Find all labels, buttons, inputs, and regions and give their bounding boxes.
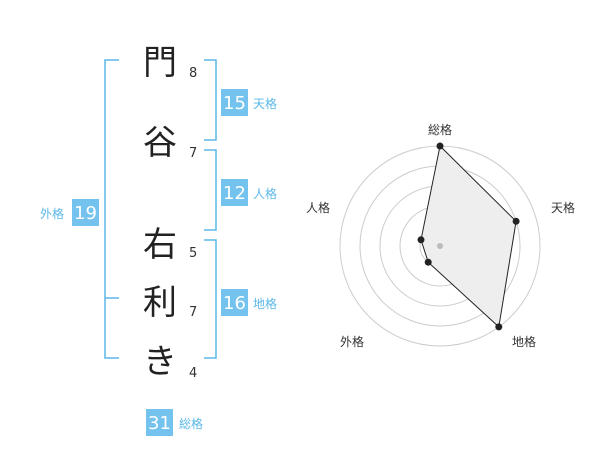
stroke-count-1: 8 — [189, 66, 197, 81]
tenkaku-label: 天格 — [253, 96, 277, 111]
soukaku-value: 31 — [148, 413, 171, 434]
tenkaku-value: 15 — [223, 93, 246, 114]
radar-center — [437, 243, 443, 249]
radar-point-4 — [424, 258, 432, 266]
jinkaku-value: 12 — [223, 183, 246, 204]
radar-point-3 — [495, 323, 503, 331]
chikaku-value: 16 — [223, 293, 246, 314]
chikaku-badge-box — [221, 289, 248, 316]
radar-label-tenkaku: 天格 — [551, 200, 575, 215]
chikaku-badge: 16 地格 — [221, 289, 277, 316]
name-char-1: 門 — [143, 43, 177, 83]
tenkaku-badge: 15 天格 — [221, 89, 277, 116]
name-char-3: 右 — [143, 225, 177, 265]
radar-points — [417, 142, 520, 331]
soukaku-badge-box — [146, 409, 173, 436]
soukaku-label: 総格 — [179, 416, 203, 431]
jinkaku-label: 人格 — [253, 186, 277, 201]
gaikaku-bracket — [104, 59, 119, 359]
stroke-count-5: 4 — [189, 366, 197, 381]
name-char-4: 利 — [143, 283, 177, 323]
name-char-5: き — [143, 342, 177, 382]
chikaku-label: 地格 — [253, 296, 277, 311]
radar-polygon — [420, 144, 517, 328]
radar-point-2 — [512, 217, 520, 225]
jinkaku-badge-box — [221, 179, 248, 206]
stroke-count-2: 7 — [189, 146, 197, 161]
name-characters: 門 谷 右 利 き — [143, 43, 177, 382]
radar-chart: 総格 天格 地格 外格 人格 — [306, 122, 575, 349]
radar-label-soukaku: 総格 — [428, 122, 452, 137]
radar-label-jinkaku: 人格 — [306, 200, 330, 215]
brackets — [104, 59, 217, 359]
gaikaku-value: 19 — [74, 203, 97, 224]
radar-point-5 — [417, 236, 425, 244]
stroke-count-3: 5 — [189, 246, 197, 261]
gaikaku-label: 外格 — [40, 206, 64, 221]
stroke-counts: 8 7 5 7 4 — [189, 66, 197, 381]
radar-label-gaikaku: 外格 — [340, 334, 364, 349]
jinkaku-bracket — [204, 149, 217, 231]
gaikaku-badge-box — [72, 199, 99, 226]
chikaku-bracket — [204, 239, 217, 359]
stroke-count-4: 7 — [189, 305, 197, 320]
radar-label-chikaku: 地格 — [512, 334, 536, 349]
name-char-2: 谷 — [143, 123, 177, 163]
radar-labels: 総格 天格 地格 外格 人格 — [306, 122, 575, 349]
tenkaku-bracket — [204, 59, 217, 141]
soukaku-badge: 31 総格 — [146, 409, 203, 436]
tenkaku-badge-box — [221, 89, 248, 116]
gaikaku-badge: 外格 19 — [40, 199, 99, 226]
jinkaku-badge: 12 人格 — [221, 179, 277, 206]
radar-point-1 — [436, 142, 444, 150]
